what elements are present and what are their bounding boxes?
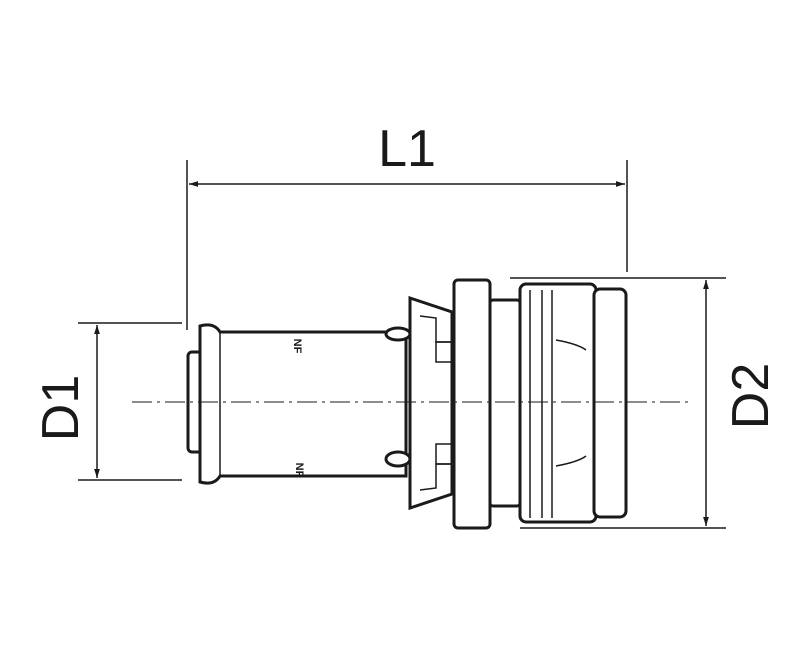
d1-label: D1: [32, 375, 90, 441]
press-sleeve: [198, 323, 408, 485]
sleeve-stamp-lower: NF: [293, 463, 305, 478]
d1-dimension: D1: [32, 322, 182, 481]
d2-dimension: D2: [510, 277, 780, 529]
sleeve-stamp-upper: NF: [291, 339, 303, 354]
hex-flange: [452, 278, 492, 530]
thread-curve-top: [555, 339, 587, 351]
thread-curve-bottom: [555, 455, 587, 467]
fitting-body: NF NF: [186, 278, 628, 530]
collar-window-bottom: [435, 443, 453, 465]
lower-lug: [384, 450, 412, 468]
l1-label: L1: [378, 120, 436, 178]
thread-body: [518, 282, 598, 524]
l1-dimension: L1: [186, 120, 628, 330]
end-cap: [592, 287, 628, 519]
d2-label: D2: [722, 363, 780, 429]
flange-neck: [488, 298, 522, 508]
upper-lug: [384, 326, 412, 342]
retaining-collar: [408, 295, 454, 511]
collar-window-top: [435, 341, 453, 363]
